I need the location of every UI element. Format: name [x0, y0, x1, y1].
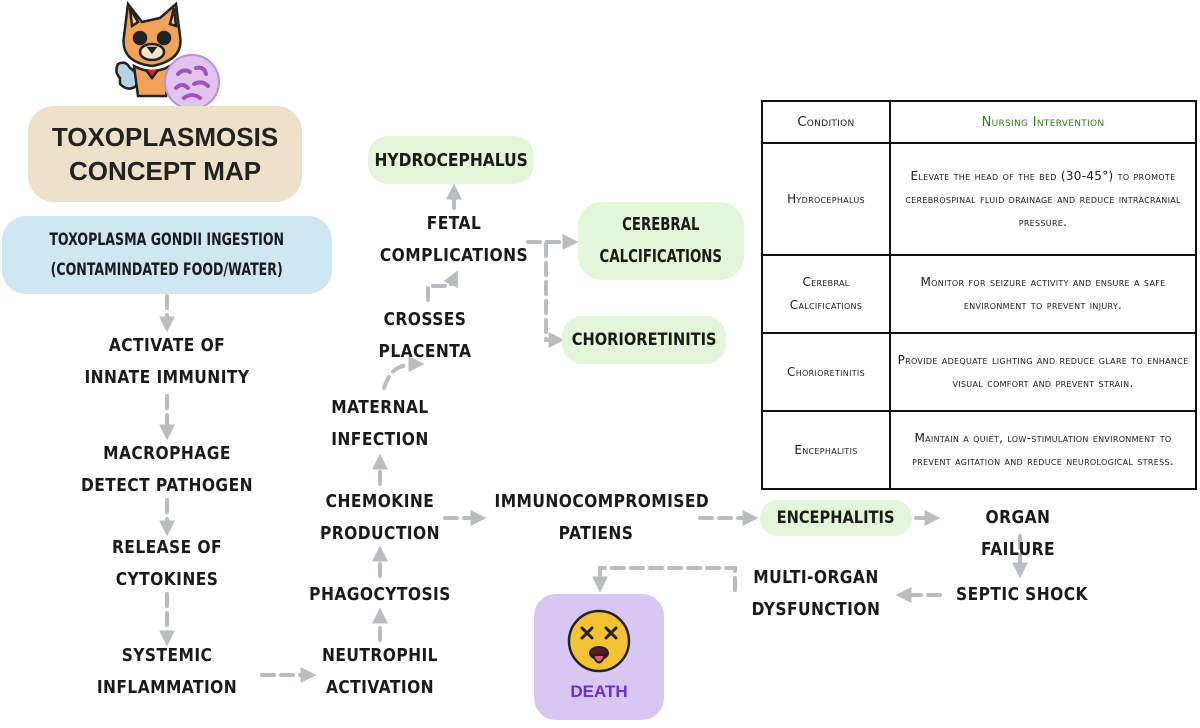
cytokines-line-2: CYTOKINES	[115, 569, 219, 590]
row-condition: Hydrocephalus	[761, 141, 891, 257]
node-innate-immunity: ACTIVATE OF INNATE IMMUNITY	[77, 330, 258, 394]
row-condition: Encephalitis	[761, 410, 891, 490]
node-multi-organ-dysfunction: MULTI-ORGAN DYSFUNCTION	[747, 562, 885, 626]
calcifications-line-2: CALCIFICATIONS	[599, 246, 723, 267]
node-organ-failure: ORGAN FAILURE	[947, 502, 1088, 566]
chemokine-line-2: PRODUCTION	[320, 523, 440, 544]
nursing-intervention-table: Condition Nursing Intervention Hydroceph…	[761, 100, 1197, 490]
septic-shock-label: SEPTIC SHOCK	[956, 584, 1088, 605]
ingestion-line-1: TOXOPLASMA GONDII INGESTION	[49, 230, 285, 250]
maternal-line-2: INFECTION	[331, 429, 429, 450]
table-row: Cerebral Calcifications Monitor for seiz…	[761, 254, 1197, 335]
row-intervention: Maintain a quiet, low-stimulation enviro…	[889, 410, 1197, 490]
node-systemic-inflammation: SYSTEMIC INFLAMMATION	[77, 640, 258, 704]
innate-line-1: ACTIVATE OF	[108, 335, 226, 356]
node-macrophage: MACROPHAGE DETECT PATHOGEN	[77, 438, 258, 502]
neutrophil-line-2: ACTIVATION	[325, 677, 435, 698]
table-row: Encephalitis Maintain a quiet, low-stimu…	[761, 410, 1197, 490]
fetal-line-2: COMPLICATIONS	[379, 245, 529, 266]
row-condition: Cerebral Calcifications	[761, 254, 891, 335]
chorioretinitis-label: CHORIORETINITIS	[571, 330, 717, 350]
header-condition: Condition	[761, 100, 891, 144]
node-hydrocephalus: HYDROCEPHALUS	[368, 136, 534, 184]
node-neutrophil-activation: NEUTROPHIL ACTIVATION	[311, 640, 449, 704]
node-fetal-complications: FETAL COMPLICATIONS	[377, 208, 532, 272]
dizzy-face-icon	[567, 609, 631, 673]
macrophage-line-2: DETECT PATHOGEN	[81, 475, 253, 496]
node-ingestion: TOXOPLASMA GONDII INGESTION (CONTAMINDATE…	[2, 216, 332, 294]
header-intervention: Nursing Intervention	[889, 100, 1197, 144]
concept-map-title: TOXOPLASMOSIS CONCEPT MAP	[28, 106, 302, 202]
node-maternal-infection: MATERNAL INFECTION	[311, 392, 449, 456]
immuno-line-2: PATIENS	[558, 523, 634, 544]
node-chorioretinitis: CHORIORETINITIS	[562, 316, 726, 364]
cytokines-line-1: RELEASE OF	[111, 537, 223, 558]
organ-failure-label: ORGAN FAILURE	[981, 507, 1055, 560]
table-row: Chorioretinitis Provide adequate lightin…	[761, 332, 1197, 413]
node-crosses-placenta: CROSSES PLACENTA	[356, 304, 494, 368]
neutrophil-line-1: NEUTROPHIL	[322, 645, 438, 666]
placenta-line-2: PLACENTA	[378, 341, 472, 362]
hydrocephalus-label: HYDROCEPHALUS	[374, 149, 528, 171]
row-condition: Chorioretinitis	[761, 332, 891, 413]
arrow-multiorgan-death	[592, 566, 737, 593]
node-cerebral-calcifications: CEREBRAL CALCIFICATIONS	[578, 202, 744, 280]
ingestion-line-2: (CONTAMINDATED FOOD/WATER)	[50, 260, 284, 280]
row-intervention: Elevate the head of the bed (30-45°) to …	[889, 141, 1197, 257]
row-intervention: Provide adequate lighting and reduce gla…	[889, 332, 1197, 413]
title-line-2: CONCEPT MAP	[68, 156, 262, 186]
node-chemokine-production: CHEMOKINE PRODUCTION	[303, 486, 458, 550]
immuno-line-1: IMMUNOCOMPROMISED	[494, 491, 710, 512]
placenta-line-1: CROSSES	[383, 309, 467, 330]
fetal-line-1: FETAL	[426, 213, 482, 234]
systemic-line-1: SYSTEMIC	[121, 645, 213, 666]
row-intervention: Monitor for seizure activity and ensure …	[889, 254, 1197, 335]
node-phagocytosis: PHAGOCYTOSIS	[303, 579, 458, 611]
arrow-placenta-fetal	[426, 270, 458, 302]
calcifications-line-1: CEREBRAL	[622, 214, 700, 235]
maternal-line-1: MATERNAL	[331, 397, 429, 418]
table-row: Hydrocephalus Elevate the head of the be…	[761, 141, 1197, 257]
macrophage-line-1: MACROPHAGE	[103, 443, 231, 464]
phagocytosis-line-1: PHAGOCYTOSIS	[309, 584, 451, 605]
chemokine-line-1: CHEMOKINE	[325, 491, 435, 512]
multiorgan-line-2: DYSFUNCTION	[751, 599, 881, 620]
innate-line-2: INNATE IMMUNITY	[84, 367, 250, 388]
node-cytokines: RELEASE OF CYTOKINES	[77, 532, 258, 596]
systemic-line-2: INFLAMMATION	[96, 677, 238, 698]
title-line-1: TOXOPLASMOSIS	[51, 122, 279, 152]
arrow-fetal-chorioretinitis	[544, 242, 565, 348]
node-septic-shock: SEPTIC SHOCK	[955, 579, 1089, 611]
table-header-row: Condition Nursing Intervention	[761, 100, 1197, 144]
death-label: DEATH	[570, 682, 628, 701]
encephalitis-label: ENCEPHALITIS	[777, 508, 895, 528]
node-encephalitis: ENCEPHALITIS	[760, 500, 912, 536]
parasite-icon	[164, 54, 220, 110]
node-immunocompromised: IMMUNOCOMPROMISED PATIENS	[494, 486, 710, 550]
multiorgan-line-1: MULTI-ORGAN	[753, 567, 879, 588]
